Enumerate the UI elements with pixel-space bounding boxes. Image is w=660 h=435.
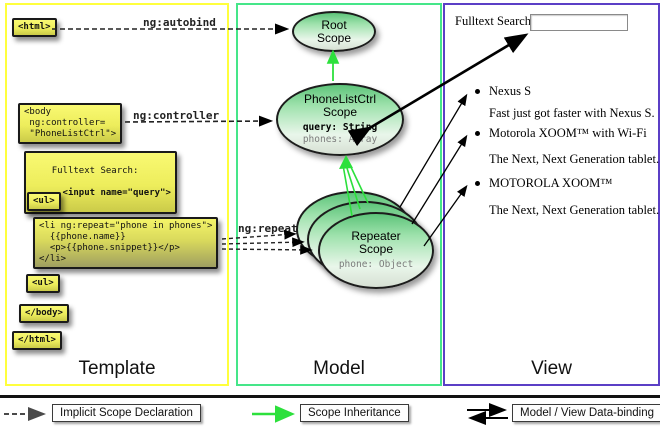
legend-divider (0, 395, 660, 398)
legend-inheritance-label: Scope Inheritance (300, 404, 409, 422)
code-body-open: <body ng:controller= "PhoneListCtrl"> (18, 103, 123, 144)
view-panel: View (443, 3, 660, 386)
view-item-desc: The Next, Next Generation tablet. (489, 152, 660, 166)
template-panel-label: Template (78, 358, 156, 379)
legend-implicit-label: Implicit Scope Declaration (52, 404, 201, 422)
legend-databinding-label: Model / View Data-binding (512, 404, 660, 422)
view-search-label: Fulltext Search: (455, 14, 535, 28)
ng-controller-label: ng:controller (133, 109, 220, 122)
code-ul-close: <ul> (26, 274, 60, 293)
view-item-desc: Fast just got faster with Nexus S. (489, 106, 655, 120)
phonelistctrl-scope-title: PhoneListCtrl Scope (303, 92, 377, 119)
ng-repeat-label: ng:repeat (238, 222, 298, 235)
root-scope-ellipse: Root Scope (292, 11, 376, 52)
code-ul-open: <ul> (27, 192, 61, 211)
view-panel-label: View (531, 358, 572, 379)
code-html-close: </html> (12, 331, 62, 350)
phonelistctrl-phones-prop: phones: Array (302, 134, 378, 145)
view-item-name: MOTOROLA XOOM™ (489, 176, 613, 190)
repeater-phone-prop: phone: Object (338, 259, 414, 270)
repeater-scope-ellipse: Repeater Scope phone: Object (318, 212, 434, 289)
code-html-open: <html> (12, 18, 57, 37)
view-item-name: Nexus S (489, 84, 532, 98)
code-fulltext-label: Fulltext Search: (51, 166, 139, 176)
bullet-icon (475, 131, 480, 136)
fulltext-search-input[interactable] (530, 14, 628, 31)
code-body-close: </body> (19, 304, 69, 323)
code-li-repeat: <li ng:repeat="phone in phones"> {{phone… (33, 217, 219, 269)
bullet-icon (475, 89, 480, 94)
root-scope-title: Root Scope (316, 17, 352, 45)
phonelistctrl-scope-ellipse: PhoneListCtrl Scope query: String phones… (276, 83, 404, 156)
repeater-scope-title: Repeater Scope (351, 229, 401, 256)
model-panel-label: Model (313, 358, 365, 379)
phonelistctrl-query-prop: query: String (302, 122, 378, 133)
ng-autobind-label: ng:autobind (143, 16, 216, 29)
code-fulltext-input: <input name="query"> (51, 188, 171, 198)
bullet-icon (475, 181, 480, 186)
view-item-name: Motorola XOOM™ with Wi-Fi (489, 126, 647, 140)
view-item-desc: The Next, Next Generation tablet. (489, 203, 660, 217)
